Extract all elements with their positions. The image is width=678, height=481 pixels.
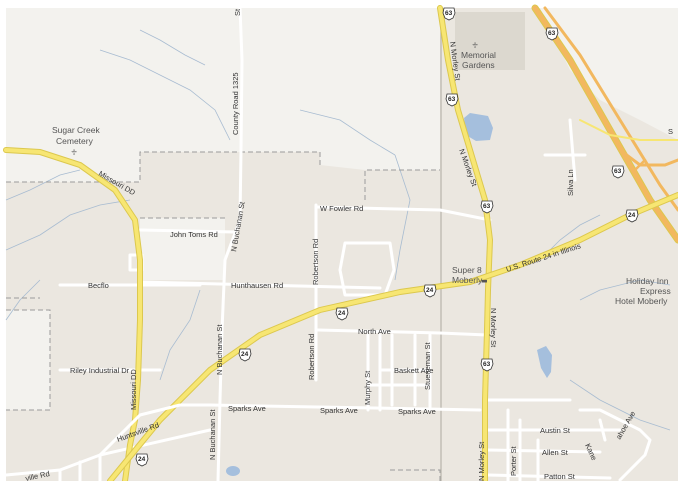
cemetery-cross-icon: ♱ — [71, 148, 77, 157]
pond — [537, 346, 552, 378]
poi-super-8-moberly[interactable]: Super 8 Moberly ▬ — [452, 265, 488, 285]
pond — [226, 466, 240, 476]
poi-sugar-creek-cemetery[interactable]: Sugar Creek Cemetery ♱ — [52, 125, 100, 157]
svg-text:24: 24 — [628, 212, 636, 219]
road-label: Hunthausen Rd — [231, 281, 283, 290]
road-label: John Toms Rd — [170, 230, 218, 239]
road-label: S — [668, 127, 673, 136]
open-land-area — [6, 8, 440, 182]
poi-holiday-inn-express[interactable]: Holiday Inn Express — [626, 276, 671, 296]
road-label: W Fowler Rd — [320, 204, 363, 213]
svg-text:24: 24 — [138, 456, 146, 463]
road-label: Sparks Ave — [228, 404, 266, 413]
svg-text:Cemetery: Cemetery — [56, 136, 94, 146]
us-63-shield[interactable]: 63 — [480, 200, 494, 214]
svg-text:Holiday Inn: Holiday Inn — [626, 276, 669, 286]
streams — [5, 29, 671, 431]
svg-text:Express: Express — [640, 286, 671, 296]
svg-text:63: 63 — [445, 10, 453, 17]
us-24-shield[interactable]: 24 — [625, 209, 639, 223]
road-label: Becflo — [88, 281, 109, 290]
road-label: Baskett Ave — [394, 366, 433, 375]
us-63-shield[interactable]: 63 — [442, 7, 456, 21]
us-24-shield[interactable]: 24 — [335, 307, 349, 321]
road-label: Porter St — [509, 445, 518, 476]
open-land-area — [140, 218, 225, 280]
road-label: Stueneman St — [423, 342, 432, 390]
us-24-shield[interactable]: 24 — [135, 453, 149, 467]
us-24-shield[interactable]: 24 — [423, 284, 437, 298]
road-label: N Buchanan St — [215, 324, 224, 375]
road-label: Riley Industrial Dr — [70, 366, 130, 375]
bed-icon: ▬ — [481, 277, 488, 285]
svg-text:Moberly: Moberly — [452, 275, 483, 285]
road-label: North Ave — [358, 327, 391, 336]
svg-text:24: 24 — [241, 351, 249, 358]
interstate — [531, 4, 678, 244]
road-label: N Morley St — [477, 441, 486, 481]
road-label: N Buchanan St — [208, 409, 217, 460]
road-label: Robertson Rd — [307, 334, 316, 380]
road-label: N Morley St — [489, 308, 498, 348]
road-label: St — [233, 8, 242, 16]
local-roads — [4, 6, 652, 481]
road-label: Patton St — [544, 472, 576, 481]
road-label: Murphy St — [363, 370, 372, 405]
svg-text:63: 63 — [483, 203, 491, 210]
road-label: Sparks Ave — [320, 406, 358, 415]
svg-text:63: 63 — [483, 361, 491, 368]
road-label: County Road 1325 — [231, 72, 240, 135]
poi-hotel-moberly[interactable]: Hotel Moberly — [615, 296, 668, 306]
svg-text:Memorial: Memorial — [461, 50, 496, 60]
road-label: Allen St — [542, 448, 569, 457]
memorial-gardens-area — [455, 12, 525, 70]
svg-text:63: 63 — [614, 168, 622, 175]
svg-text:Super 8: Super 8 — [452, 265, 482, 275]
svg-text:24: 24 — [426, 287, 434, 294]
road-label: Missouri DD — [129, 369, 138, 410]
road-label: ville Rd — [25, 469, 51, 481]
road-label: Robertson Rd — [311, 239, 320, 285]
us-63-shield[interactable]: 63 — [611, 165, 625, 179]
open-land-area — [6, 310, 50, 410]
open-land-area — [540, 8, 678, 140]
poi-memorial-gardens[interactable]: ♱ Memorial Gardens — [461, 41, 496, 70]
road-label: Sparks Ave — [398, 407, 436, 416]
cemetery-cross-icon: ♱ — [472, 41, 478, 50]
svg-text:Sugar Creek: Sugar Creek — [52, 125, 100, 135]
svg-text:63: 63 — [548, 30, 556, 37]
svg-text:24: 24 — [338, 310, 346, 317]
svg-text:Gardens: Gardens — [462, 60, 495, 70]
road-label: Austin St — [540, 426, 571, 435]
road-label: Silva Ln — [566, 169, 575, 196]
svg-text:63: 63 — [448, 96, 456, 103]
highways — [3, 5, 678, 481]
us-63-shield[interactable]: 63 — [480, 358, 494, 372]
us-63-shield[interactable]: 63 — [445, 93, 459, 107]
municipal-boundary — [6, 151, 441, 481]
us-24-shield[interactable]: 24 — [238, 348, 252, 362]
pond — [464, 113, 493, 141]
us-63-shield[interactable]: 63 — [545, 27, 559, 41]
